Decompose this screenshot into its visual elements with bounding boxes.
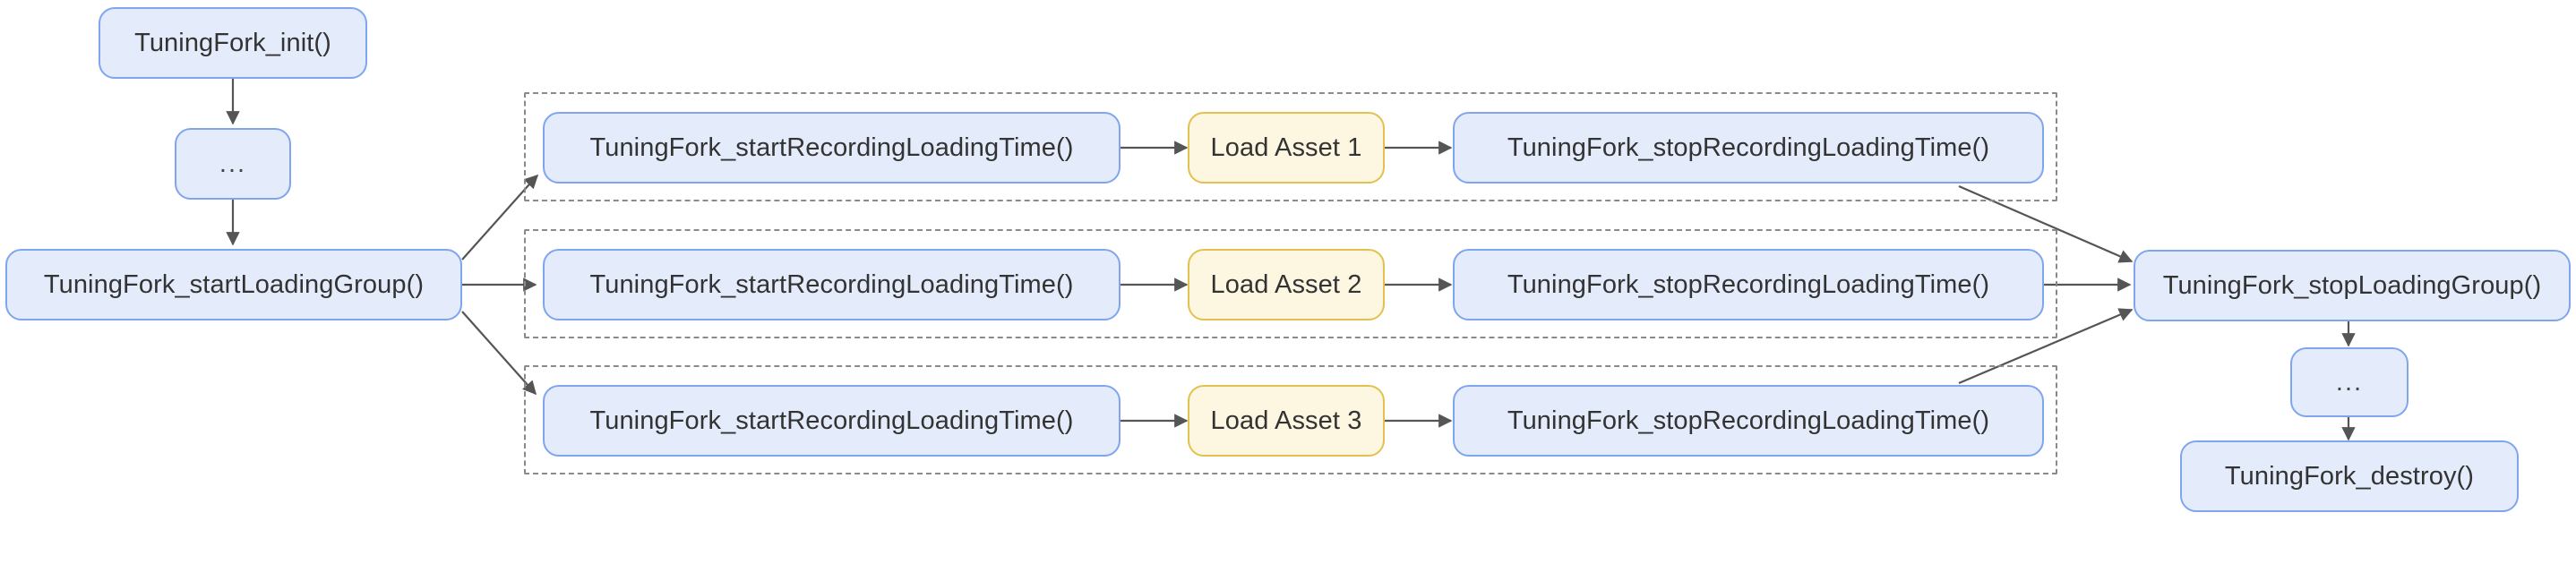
node-row3-stop-recording[interactable]: TuningFork_stopRecordingLoadingTime() (1453, 385, 2044, 457)
edge-row3-stop-to-stop-group (1958, 308, 2134, 385)
node-row2-start-recording[interactable]: TuningFork_startRecordingLoadingTime() (543, 249, 1121, 320)
node-ellipsis-top[interactable]: ... (175, 128, 291, 200)
node-row2-load-asset[interactable]: Load Asset 2 (1188, 249, 1385, 320)
edge-row1-stop-to-stop-group (1958, 184, 2134, 263)
node-row3-start-recording[interactable]: TuningFork_startRecordingLoadingTime() (543, 385, 1121, 457)
edge-start-group-to-row1 (461, 174, 539, 261)
node-tuningfork-init[interactable]: TuningFork_init() (99, 7, 367, 79)
node-row2-stop-recording[interactable]: TuningFork_stopRecordingLoadingTime() (1453, 249, 2044, 320)
node-stop-loading-group[interactable]: TuningFork_stopLoadingGroup() (2134, 250, 2571, 321)
node-row1-stop-recording[interactable]: TuningFork_stopRecordingLoadingTime() (1453, 112, 2044, 184)
node-row1-load-asset[interactable]: Load Asset 1 (1188, 112, 1385, 184)
loading-row-group-1 (524, 92, 2057, 201)
node-start-loading-group[interactable]: TuningFork_startLoadingGroup() (5, 249, 462, 320)
node-ellipsis-bottom[interactable]: ... (2290, 347, 2409, 417)
node-row3-load-asset[interactable]: Load Asset 3 (1188, 385, 1385, 457)
loading-row-group-3 (524, 365, 2057, 474)
node-row1-start-recording[interactable]: TuningFork_startRecordingLoadingTime() (543, 112, 1121, 184)
node-tuningfork-destroy[interactable]: TuningFork_destroy() (2180, 440, 2519, 512)
edge-start-group-to-row3 (461, 311, 537, 396)
